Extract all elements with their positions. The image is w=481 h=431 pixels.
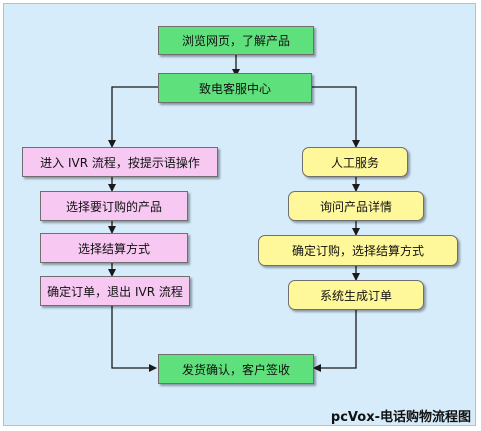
node-browse: 浏览网页，了解产品 <box>158 26 314 55</box>
arrow-human-generate-to-ship <box>313 310 357 372</box>
node-human-inquire: 询问产品详情 <box>288 191 424 221</box>
node-call-center: 致电客服中心 <box>158 73 312 103</box>
node-ivr-enter: 进入 IVR 流程，按提示语操作 <box>22 147 218 177</box>
node-human-generate-order: 系统生成订单 <box>288 280 424 310</box>
arrow-callcenter-to-human <box>312 86 360 148</box>
node-ivr-select-product: 选择要订购的产品 <box>40 191 188 221</box>
node-ship-confirm: 发货确认，客户签收 <box>158 354 314 384</box>
node-ivr-select-payment: 选择结算方式 <box>40 233 188 263</box>
arrow-ivr-confirm-to-ship <box>111 306 157 372</box>
node-human-service: 人工服务 <box>302 147 408 177</box>
arrow-callcenter-to-ivr <box>108 86 158 148</box>
diagram-caption: pcVox-电话购物流程图 <box>330 410 471 425</box>
node-ivr-confirm-order: 确定订单，退出 IVR 流程 <box>40 276 190 306</box>
node-human-confirm: 确定订购，选择结算方式 <box>258 235 458 266</box>
